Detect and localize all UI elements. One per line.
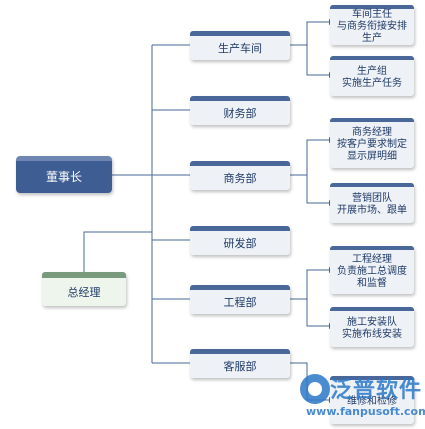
unit-duty: 实施生产任务 xyxy=(342,78,402,89)
dept-customer-service: 客服部 xyxy=(190,349,290,378)
unit-title: 工程经理 xyxy=(352,254,392,265)
dept-label: 工程部 xyxy=(223,296,257,309)
dept-production-workshop: 生产车间 xyxy=(190,31,290,60)
general-manager-label: 总经理 xyxy=(67,285,101,299)
dept-label: 商务部 xyxy=(223,172,257,185)
unit-workshop-director: 车间主任 与商务衔接安排生产 xyxy=(330,5,414,45)
ceo-node: 董事长 xyxy=(16,156,112,193)
brand-logo-icon xyxy=(300,374,330,404)
unit-business-manager: 商务经理 按客户要求制定显示屏明细 xyxy=(330,118,414,168)
ceo-label: 董事长 xyxy=(45,169,82,184)
unit-duty: 实施布线安装 xyxy=(342,329,402,340)
unit-title: 商务经理 xyxy=(352,127,392,138)
watermark: 泛普软件 www.fanpusoft.com xyxy=(300,372,425,429)
dept-engineering: 工程部 xyxy=(190,285,290,314)
unit-title: 车间主任 xyxy=(352,9,392,20)
unit-duty: 按客户要求制定显示屏明细 xyxy=(337,139,407,162)
unit-title: 施工安装队 xyxy=(347,317,397,328)
unit-duty: 与商务衔接安排生产 xyxy=(337,21,407,44)
dept-label: 研发部 xyxy=(223,237,257,250)
unit-title: 生产组 xyxy=(357,66,387,77)
unit-service-repair: 维修和检修 xyxy=(330,376,414,424)
unit-engineering-manager: 工程经理 负责施工总调度和监督 xyxy=(330,246,414,294)
unit-duty: 开展市场、跟单 xyxy=(337,205,407,216)
unit-duty: 负责施工总调度和监督 xyxy=(337,266,407,289)
dept-label: 生产车间 xyxy=(218,42,262,55)
dept-label: 客服部 xyxy=(223,360,257,373)
dept-finance: 财务部 xyxy=(190,96,290,125)
dept-business: 商务部 xyxy=(190,161,290,190)
unit-production-group: 生产组 实施生产任务 xyxy=(330,56,414,96)
unit-sales-team: 营销团队 开展市场、跟单 xyxy=(330,183,414,223)
watermark-brand: 泛普软件 xyxy=(330,378,423,403)
unit-duty: 维修和检修 xyxy=(347,396,397,407)
dept-research: 研发部 xyxy=(190,226,290,255)
general-manager-node: 总经理 xyxy=(42,272,126,306)
watermark-url: www.fanpusoft.com xyxy=(306,405,425,418)
unit-installation-team: 施工安装队 实施布线安装 xyxy=(330,307,414,347)
dept-label: 财务部 xyxy=(223,107,257,120)
unit-title: 营销团队 xyxy=(352,193,392,204)
